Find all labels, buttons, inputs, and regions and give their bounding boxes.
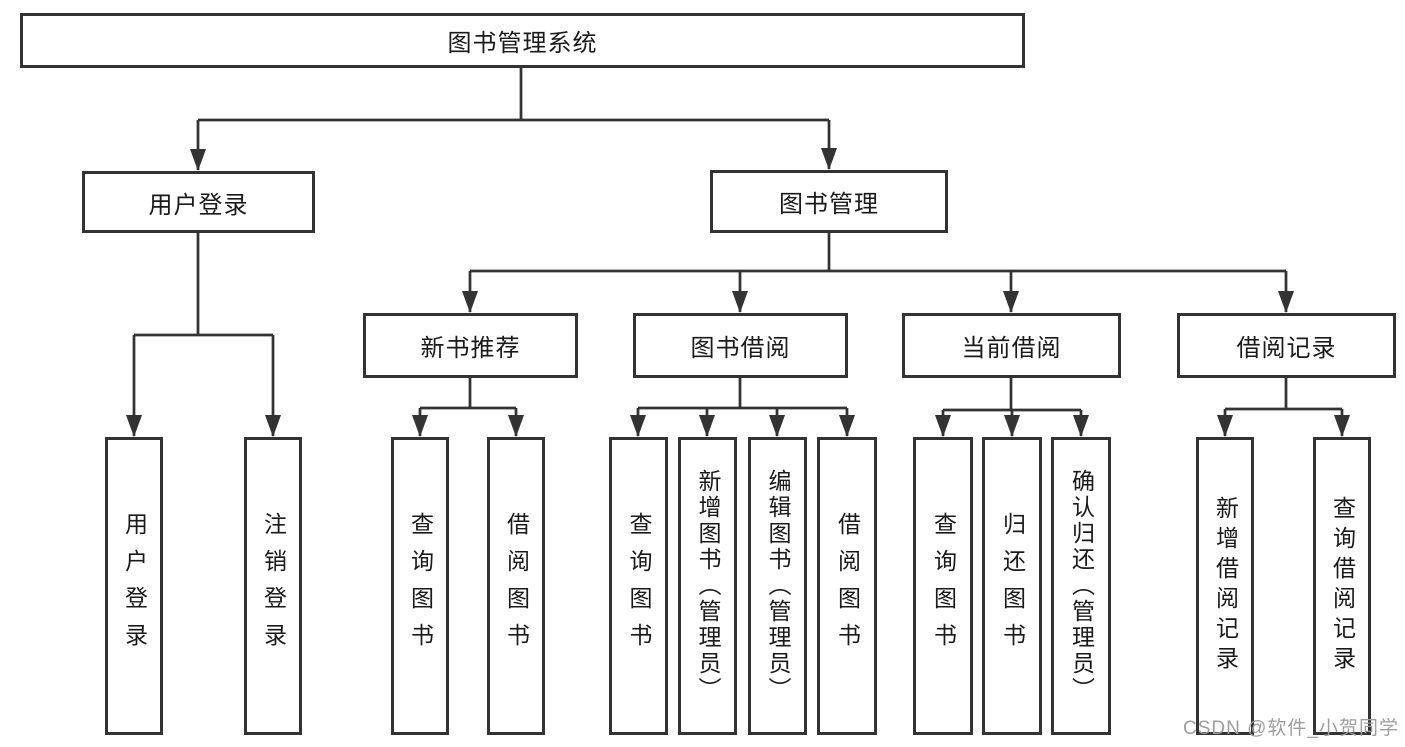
leaf-label: 归还图书 xyxy=(999,512,1026,660)
node-library-management-system: 图书管理系统 xyxy=(20,13,1025,68)
connector-userlogin-trunk xyxy=(134,232,273,337)
leaf-label: 查询图书 xyxy=(930,512,957,660)
leaf-label: 查询图书 xyxy=(407,512,434,660)
connector-borrow-trunk xyxy=(638,377,847,410)
leaf-user-login: 用户登录 xyxy=(105,437,163,735)
leaf-logout: 注销登录 xyxy=(244,437,302,735)
leaf-confirm-return-admin: 确认归还（管理员） xyxy=(1051,437,1111,735)
leaf-edit-book-admin: 编辑图书（管理员） xyxy=(748,437,807,735)
connector-bookmgmt-trunk xyxy=(470,232,1286,273)
leaf-label: 查询借阅记录 xyxy=(1329,496,1356,676)
node-user-login: 用户登录 xyxy=(82,171,315,233)
leaf-borrow-books-borrowing: 借阅图书 xyxy=(817,437,877,735)
node-book-management: 图书管理 xyxy=(710,170,948,233)
leaf-label: 借阅图书 xyxy=(834,512,861,660)
leaf-query-books-recommend: 查询图书 xyxy=(391,437,449,735)
leaf-add-book-admin: 新增图书（管理员） xyxy=(678,437,737,735)
leaf-return-book: 归还图书 xyxy=(982,437,1042,735)
leaf-label: 注销登录 xyxy=(260,512,287,660)
connector-current-trunk xyxy=(943,377,1081,412)
node-book-borrowing: 图书借阅 xyxy=(633,313,848,378)
leaf-add-borrow-record: 新增借阅记录 xyxy=(1196,437,1254,735)
leaf-query-books-borrowing: 查询图书 xyxy=(609,437,668,735)
node-current-borrowing: 当前借阅 xyxy=(902,313,1121,378)
node-new-book-recommendation: 新书推荐 xyxy=(363,313,578,378)
leaf-label: 用户登录 xyxy=(121,512,148,660)
leaf-label: 确认归还（管理员） xyxy=(1068,469,1095,703)
leaf-query-borrow-record: 查询借阅记录 xyxy=(1313,437,1371,735)
leaf-label: 新增借阅记录 xyxy=(1212,496,1239,676)
leaf-label: 新增图书（管理员） xyxy=(695,469,721,703)
leaf-label: 查询图书 xyxy=(626,512,652,660)
connector-records-trunk xyxy=(1225,377,1342,411)
leaf-borrow-books-recommend: 借阅图书 xyxy=(487,437,545,735)
connector-root-trunk xyxy=(198,68,829,122)
leaf-label: 编辑图书（管理员） xyxy=(765,469,791,703)
leaf-query-books-current: 查询图书 xyxy=(913,437,973,735)
csdn-watermark: CSDN @软件_小贺同学 xyxy=(1183,718,1399,739)
leaf-label: 借阅图书 xyxy=(503,512,530,660)
node-borrowing-records: 借阅记录 xyxy=(1177,313,1396,378)
connector-newbook-trunk xyxy=(420,377,516,410)
